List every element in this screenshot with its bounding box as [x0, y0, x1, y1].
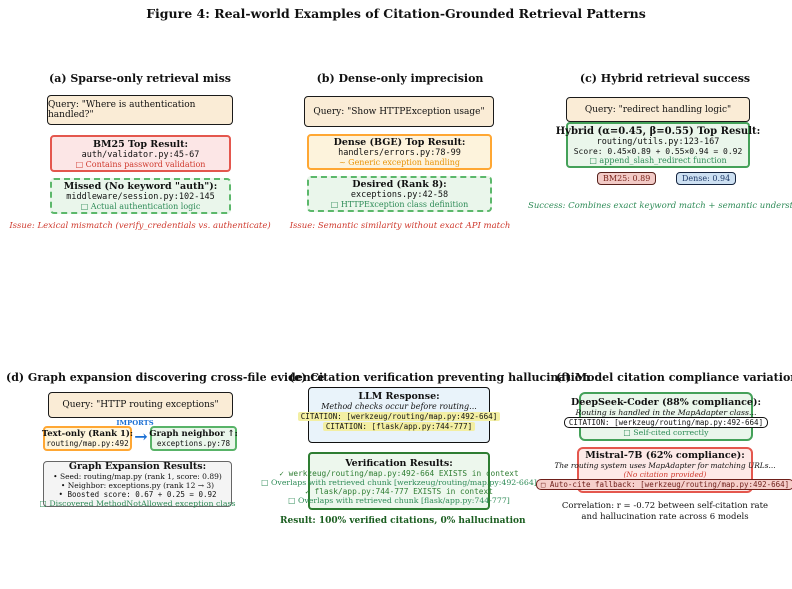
panel-c-query-box: Query: "redirect handling logic" — [566, 97, 750, 122]
panel-b-desired-header: Desired (Rank 8): — [352, 179, 447, 190]
panel-e-verification-header: Verification Results: — [345, 457, 453, 469]
panel-e-result-text: Result: 100% verified citations, 0% hall… — [280, 516, 526, 526]
panel-a-bm25-note: □ Contains password validation — [75, 159, 206, 169]
panel-a-missed-path: middleware/session.py:102-145 — [66, 192, 215, 202]
panel-a-missed-note: □ Actual authentication logic — [80, 202, 201, 211]
panel-a-bm25-path: auth/validator.py:45-67 — [81, 149, 200, 160]
panel-a-issue-text: Issue: Lexical mismatch (verify_credenti… — [9, 221, 271, 231]
panel-f-mistral-box: Mistral-7B (62% compliance): The routing… — [535, 447, 792, 493]
panel-b-dense-note: ~ Generic exception handling — [338, 158, 461, 167]
panel-d-neighbor-header: Graph neighbor ↑: — [149, 429, 238, 439]
panel-f-deepseek-citation-chip: CITATION: [werkzeug/routing/map.py:492-6… — [563, 416, 769, 428]
figure-title: Figure 4: Real-world Examples of Citatio… — [146, 6, 646, 21]
panel-c-hybrid-note: □ append_slash_redirect function — [589, 155, 727, 165]
panel-b-dense-path: handlers/errors.py:78-99 — [338, 148, 461, 158]
panel-c-success-text: Success: Combines exact keyword match + … — [528, 201, 792, 211]
panel-f-deepseek-body: Routing is handled in the MapAdapter cla… — [575, 407, 757, 417]
panel-f-title: (f) Model citation compliance variation — [556, 371, 792, 384]
panel-d-results-bullet-neighbor: • Neighbor: exceptions.py (rank 12 → 3) — [60, 480, 215, 490]
panel-c-hybrid-score: Score: 0.45×0.89 + 0.55×0.94 = 0.92 — [573, 146, 743, 156]
panel-c-bm25-score-badge: BM25: 0.89 — [597, 172, 657, 185]
panel-e-verification-box: Verification Results: ✓ werkzeug/routing… — [261, 452, 537, 510]
panel-f-correlation-line1: Correlation: r = -0.72 between self-cita… — [561, 501, 769, 511]
panel-a-bm25-box: BM25 Top Result: auth/validator.py:45-67… — [50, 135, 231, 172]
panel-e-verify-line-2: □ Overlaps with retrieved chunk [werkzeu… — [261, 477, 537, 487]
panel-a-bm25-header: BM25 Top Result: — [92, 138, 189, 150]
panel-f-mistral-no-citation: (No citation provided) — [623, 470, 707, 479]
panel-e-verify-line-1: ✓ werkzeug/routing/map.py:492-664 EXISTS… — [279, 468, 519, 478]
panel-a-missed-header: Missed (No keyword "auth"): — [63, 181, 218, 192]
panel-e-title: (e) Citation verification preventing hal… — [289, 371, 591, 384]
panel-f-mistral-fallback-chip: □ Auto-cite fallback: [werkzeug/routing/… — [535, 479, 792, 490]
panel-d-arrow-icon: → — [134, 427, 148, 446]
panel-e-llm-header: LLM Response: — [358, 391, 440, 402]
panel-d-results-bullet-boosted: • Boosted score: 0.67 + 0.25 = 0.92 — [58, 489, 217, 499]
panel-d-text-only-header: Text-only (Rank 1): — [41, 429, 134, 439]
panel-d-title: (d) Graph expansion discovering cross-fi… — [6, 371, 325, 384]
panel-f-mistral-header: Mistral-7B (62% compliance): — [585, 450, 745, 461]
panel-d-results-note: □ Discovered MethodNotAllowed exception … — [39, 498, 236, 508]
panel-b-dense-box: Dense (BGE) Top Result: handlers/errors.… — [307, 134, 492, 170]
panel-c-hybrid-header: Hybrid (α=0.45, β=0.55) Top Result: — [555, 125, 761, 137]
panel-b-query-box: Query: "Show HTTPException usage" — [304, 96, 494, 127]
panel-b-desired-note: □ HTTPException class definition — [330, 200, 469, 209]
panel-d-results-header: Graph Expansion Results: — [68, 460, 207, 472]
panel-f-deepseek-box: DeepSeek-Coder (88% compliance): Routing… — [563, 392, 769, 441]
panel-c-title: (c) Hybrid retrieval success — [579, 72, 751, 85]
panel-d-neighbor-path: exceptions.py:78 — [156, 439, 231, 448]
panel-e-citation-1: CITATION: [werkzeug/routing/map.py:492-6… — [297, 412, 501, 421]
panel-e-verify-line-4: □ Overlaps with retrieved chunk [flask/a… — [288, 495, 510, 505]
panel-d-results-box: Graph Expansion Results: • Seed: routing… — [40, 460, 236, 508]
panel-b-query-text: Query: "Show HTTPException usage" — [313, 106, 485, 117]
panel-c-hybrid-box: Hybrid (α=0.45, β=0.55) Top Result: rout… — [556, 122, 760, 168]
panel-b-desired-path: exceptions.py:42-58 — [350, 190, 449, 200]
panel-b-desired-box: Desired (Rank 8): exceptions.py:42-58 □ … — [307, 176, 492, 212]
panel-e-llm-response-box: LLM Response: Method checks occur before… — [297, 387, 501, 443]
panel-d-text-only-box: Text-only (Rank 1): routing/map.py:492 — [41, 426, 134, 451]
panel-d-imports-edge-label: IMPORTS — [116, 419, 154, 427]
panel-b-title: (b) Dense-only imprecision — [316, 72, 484, 85]
panel-b-dense-header: Dense (BGE) Top Result: — [333, 137, 466, 148]
panel-c-hybrid-path: routing/utils.py:123-167 — [596, 136, 720, 147]
panel-f-mistral-body: The routing system uses MapAdapter for m… — [554, 461, 776, 470]
panel-a-title: (a) Sparse-only retrieval miss — [49, 72, 231, 85]
panel-d-text-only-path: routing/map.py:492 — [46, 439, 129, 448]
panel-d-neighbor-box: Graph neighbor ↑: exceptions.py:78 — [149, 426, 238, 451]
panel-a-query-box: Query: "Where is authentication handled?… — [47, 95, 233, 125]
panel-e-verify-line-3: ✓ flask/app.py:744-777 EXISTS in context — [305, 486, 493, 496]
panel-e-llm-body: Method checks occur before routing... — [321, 402, 477, 411]
panel-d-query-text: Query: "HTTP routing exceptions" — [62, 400, 219, 410]
panel-d-results-bullet-seed: • Seed: routing/map.py (rank 1, score: 0… — [53, 471, 222, 481]
panel-e-citation-2: CITATION: [flask/app.py:744-777] — [322, 422, 476, 431]
panel-a-query-text: Query: "Where is authentication handled?… — [48, 100, 196, 120]
panel-f-deepseek-note: □ Self-cited correctly — [623, 427, 709, 437]
panel-c-dense-score-badge: Dense: 0.94 — [676, 172, 737, 185]
panel-a-missed-box: Missed (No keyword "auth"): middleware/s… — [50, 178, 231, 214]
panel-b-issue-text: Issue: Semantic similarity without exact… — [289, 221, 511, 231]
panel-c-query-text: Query: "redirect handling logic" — [584, 104, 732, 115]
panel-d-query-box: Query: "HTTP routing exceptions" — [48, 392, 233, 418]
panel-f-correlation-line2: and hallucination rate across 6 models — [581, 512, 749, 522]
panel-f-deepseek-header: DeepSeek-Coder (88% compliance): — [571, 396, 761, 408]
